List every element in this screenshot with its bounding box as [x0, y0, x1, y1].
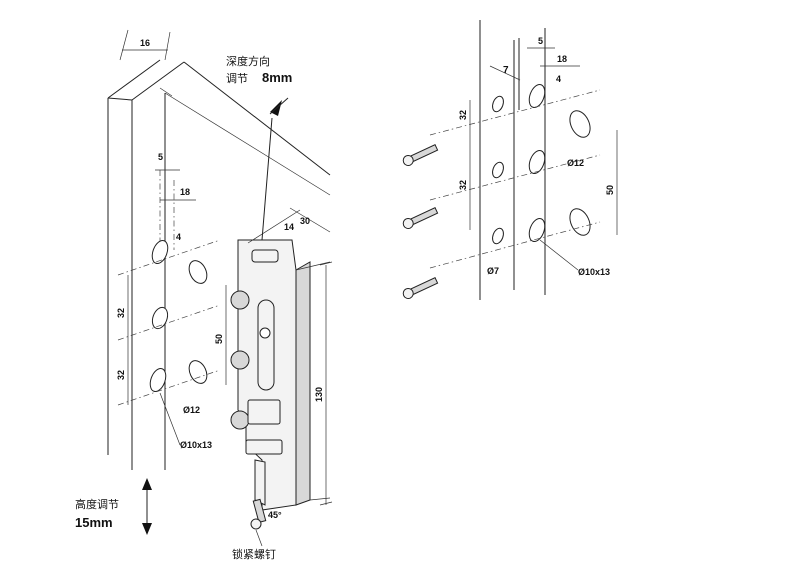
- depth-adjust-label-cn: 深度方向: [226, 54, 270, 68]
- dim-4-label: 4: [176, 232, 181, 242]
- depth-adjust-arrow: [261, 97, 289, 241]
- rhole-large-1: [569, 110, 591, 138]
- dim-130-label: 130: [314, 387, 324, 402]
- left-cabinet-panel: [107, 59, 331, 470]
- hole-slot-1: [151, 239, 169, 265]
- hole-large-2: [188, 360, 208, 384]
- dim-top-offsets: 5 18 4: [155, 152, 196, 250]
- hole-slot-2: [151, 306, 169, 330]
- rhole-slot-1: [528, 83, 546, 109]
- rdim-50-label: 50: [605, 185, 615, 195]
- rhole-small-1: [492, 95, 504, 113]
- rdim-7-label: 7: [503, 65, 509, 76]
- depth-adjust-label-cn2: 调节: [226, 72, 248, 85]
- dim-32b-label: 32: [116, 370, 126, 380]
- rhole-slot-label: Ø10x13: [578, 267, 610, 277]
- hole-slot-label: Ø10x13: [180, 440, 212, 450]
- right-screws: [402, 144, 439, 299]
- height-adjust-value: 15mm: [75, 515, 113, 530]
- rdim-32a-label: 32: [458, 110, 468, 120]
- rdim-32b-label: 32: [458, 180, 468, 190]
- right-pitch: 32 32: [458, 100, 471, 230]
- rdim-5-label: 5: [538, 36, 543, 46]
- dim-32a-label: 32: [116, 308, 126, 318]
- dim-left-spacing: 50: [214, 285, 227, 385]
- dim-18-label: 18: [180, 187, 190, 197]
- height-adjust-arrow: [142, 478, 152, 535]
- right-panel: [479, 20, 546, 300]
- depth-adjust-value: 8mm: [262, 70, 292, 85]
- rhole-small-3: [492, 227, 504, 245]
- rdim-4-label: 4: [556, 74, 561, 84]
- dim-5-label: 5: [158, 152, 163, 162]
- rhole-slot-3: [528, 217, 546, 243]
- rhole-slot-2: [528, 149, 546, 175]
- rhole-12-label: Ø12: [567, 158, 584, 168]
- dim-30-label: 30: [300, 216, 310, 226]
- dim-panel-thickness: 16: [119, 29, 171, 61]
- hole-large-1: [188, 260, 208, 284]
- dim-16-label: 16: [140, 38, 150, 48]
- rhole-large-2: [569, 208, 591, 236]
- hole-12-label: Ø12: [183, 405, 200, 415]
- left-holes: [117, 239, 221, 406]
- hole-slot-3: [149, 367, 167, 393]
- dim-left-pitch: 32 32: [116, 275, 129, 405]
- dim-14-label: 14: [284, 222, 294, 232]
- lock-screw: [250, 498, 267, 530]
- right-dims-top: 5 18 7 4: [489, 36, 580, 84]
- rhole-small-2: [492, 161, 504, 179]
- height-adjust-label-cn: 高度调节: [75, 497, 119, 511]
- right-spacing: 50: [605, 130, 618, 235]
- hinge-bracket: [230, 239, 331, 511]
- dim-bracket-height: 130: [314, 261, 333, 506]
- dim-bracket-depth: 30 14: [247, 207, 331, 244]
- rdim-18-label: 18: [557, 54, 567, 64]
- right-holes: [429, 83, 601, 269]
- rhole-7-label: Ø7: [487, 266, 499, 276]
- dim-50-label: 50: [214, 334, 224, 344]
- lock-screw-label-cn: 锁紧螺钉: [232, 547, 276, 561]
- angle-label: 45°: [268, 510, 282, 520]
